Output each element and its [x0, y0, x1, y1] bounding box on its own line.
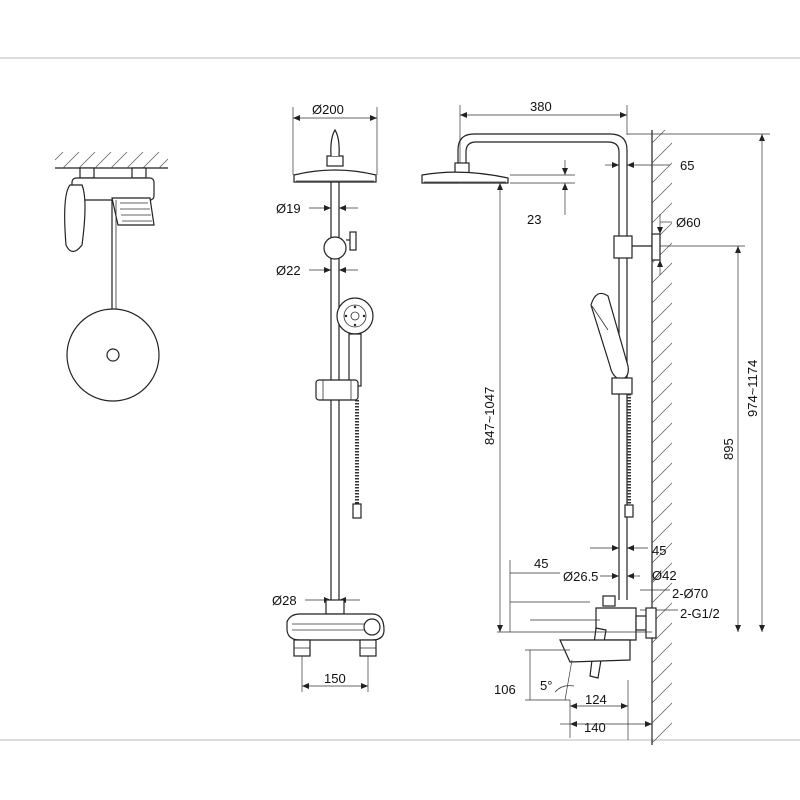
label-arm-380: 380 [530, 99, 552, 114]
label-140: 140 [584, 720, 606, 735]
label-g12: 2-G1/2 [680, 606, 720, 621]
label-dia-70: 2-Ø70 [672, 586, 708, 601]
front-wall-bracket [323, 236, 347, 260]
label-dia-19: Ø19 [276, 201, 301, 216]
label-height-23: 23 [527, 212, 541, 227]
front-mixer-body [286, 613, 385, 641]
side-wall-flange [645, 607, 657, 639]
front-hand-shower-handle [348, 333, 362, 387]
label-106: 106 [494, 682, 516, 697]
top-view [54, 151, 169, 402]
label-head-diameter: Ø200 [312, 102, 344, 117]
front-view: Ø200 Ø19 Ø22 [272, 102, 385, 692]
label-dia-26-5: Ø26.5 [563, 569, 598, 584]
label-dia-60: Ø60 [676, 215, 701, 230]
side-hand-shower [590, 292, 629, 381]
label-offset-65: 65 [680, 158, 694, 173]
label-dia-28: Ø28 [272, 593, 297, 608]
front-slide-holder [315, 379, 359, 401]
label-height-895: 895 [721, 438, 736, 460]
front-hand-shower-face [336, 297, 374, 335]
top-view-wall-hatch [54, 151, 169, 169]
side-bath-spout [559, 639, 631, 663]
label-width-150: 150 [324, 671, 346, 686]
top-view-lever-handle [64, 184, 86, 253]
side-shower-arm [457, 133, 628, 175]
label-dia-42: Ø42 [652, 568, 677, 583]
front-head-neck [326, 155, 344, 167]
label-angle-5: 5° [540, 678, 552, 693]
front-shower-head [293, 169, 377, 183]
label-dia-22: Ø22 [276, 263, 301, 278]
label-45-left: 45 [534, 556, 548, 571]
top-view-connector-left [79, 167, 95, 179]
side-wall-bracket [613, 235, 633, 259]
side-shower-head [421, 171, 509, 184]
top-view-head-hub [106, 348, 120, 362]
label-height-847-1047: 847~1047 [482, 387, 497, 445]
label-height-974-1174: 974~1174 [745, 360, 760, 417]
side-slide-holder [611, 377, 633, 395]
label-45-right: 45 [652, 543, 666, 558]
top-view-connector-right [131, 167, 147, 179]
label-124: 124 [585, 692, 607, 707]
side-view: 380 65 23 Ø60 [421, 99, 770, 745]
